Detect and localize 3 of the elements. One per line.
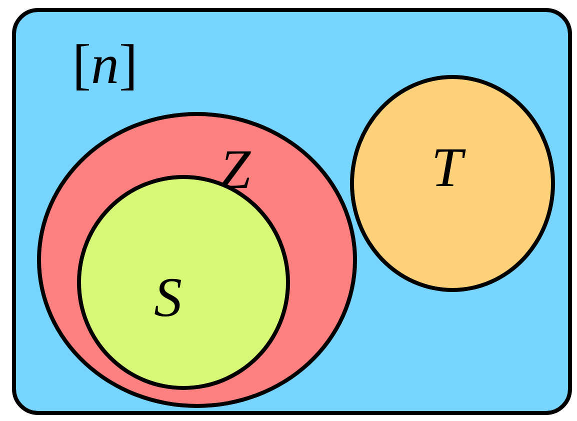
universe-box	[12, 8, 572, 415]
set-label: S	[154, 270, 182, 326]
set-label: [n]	[72, 37, 138, 93]
